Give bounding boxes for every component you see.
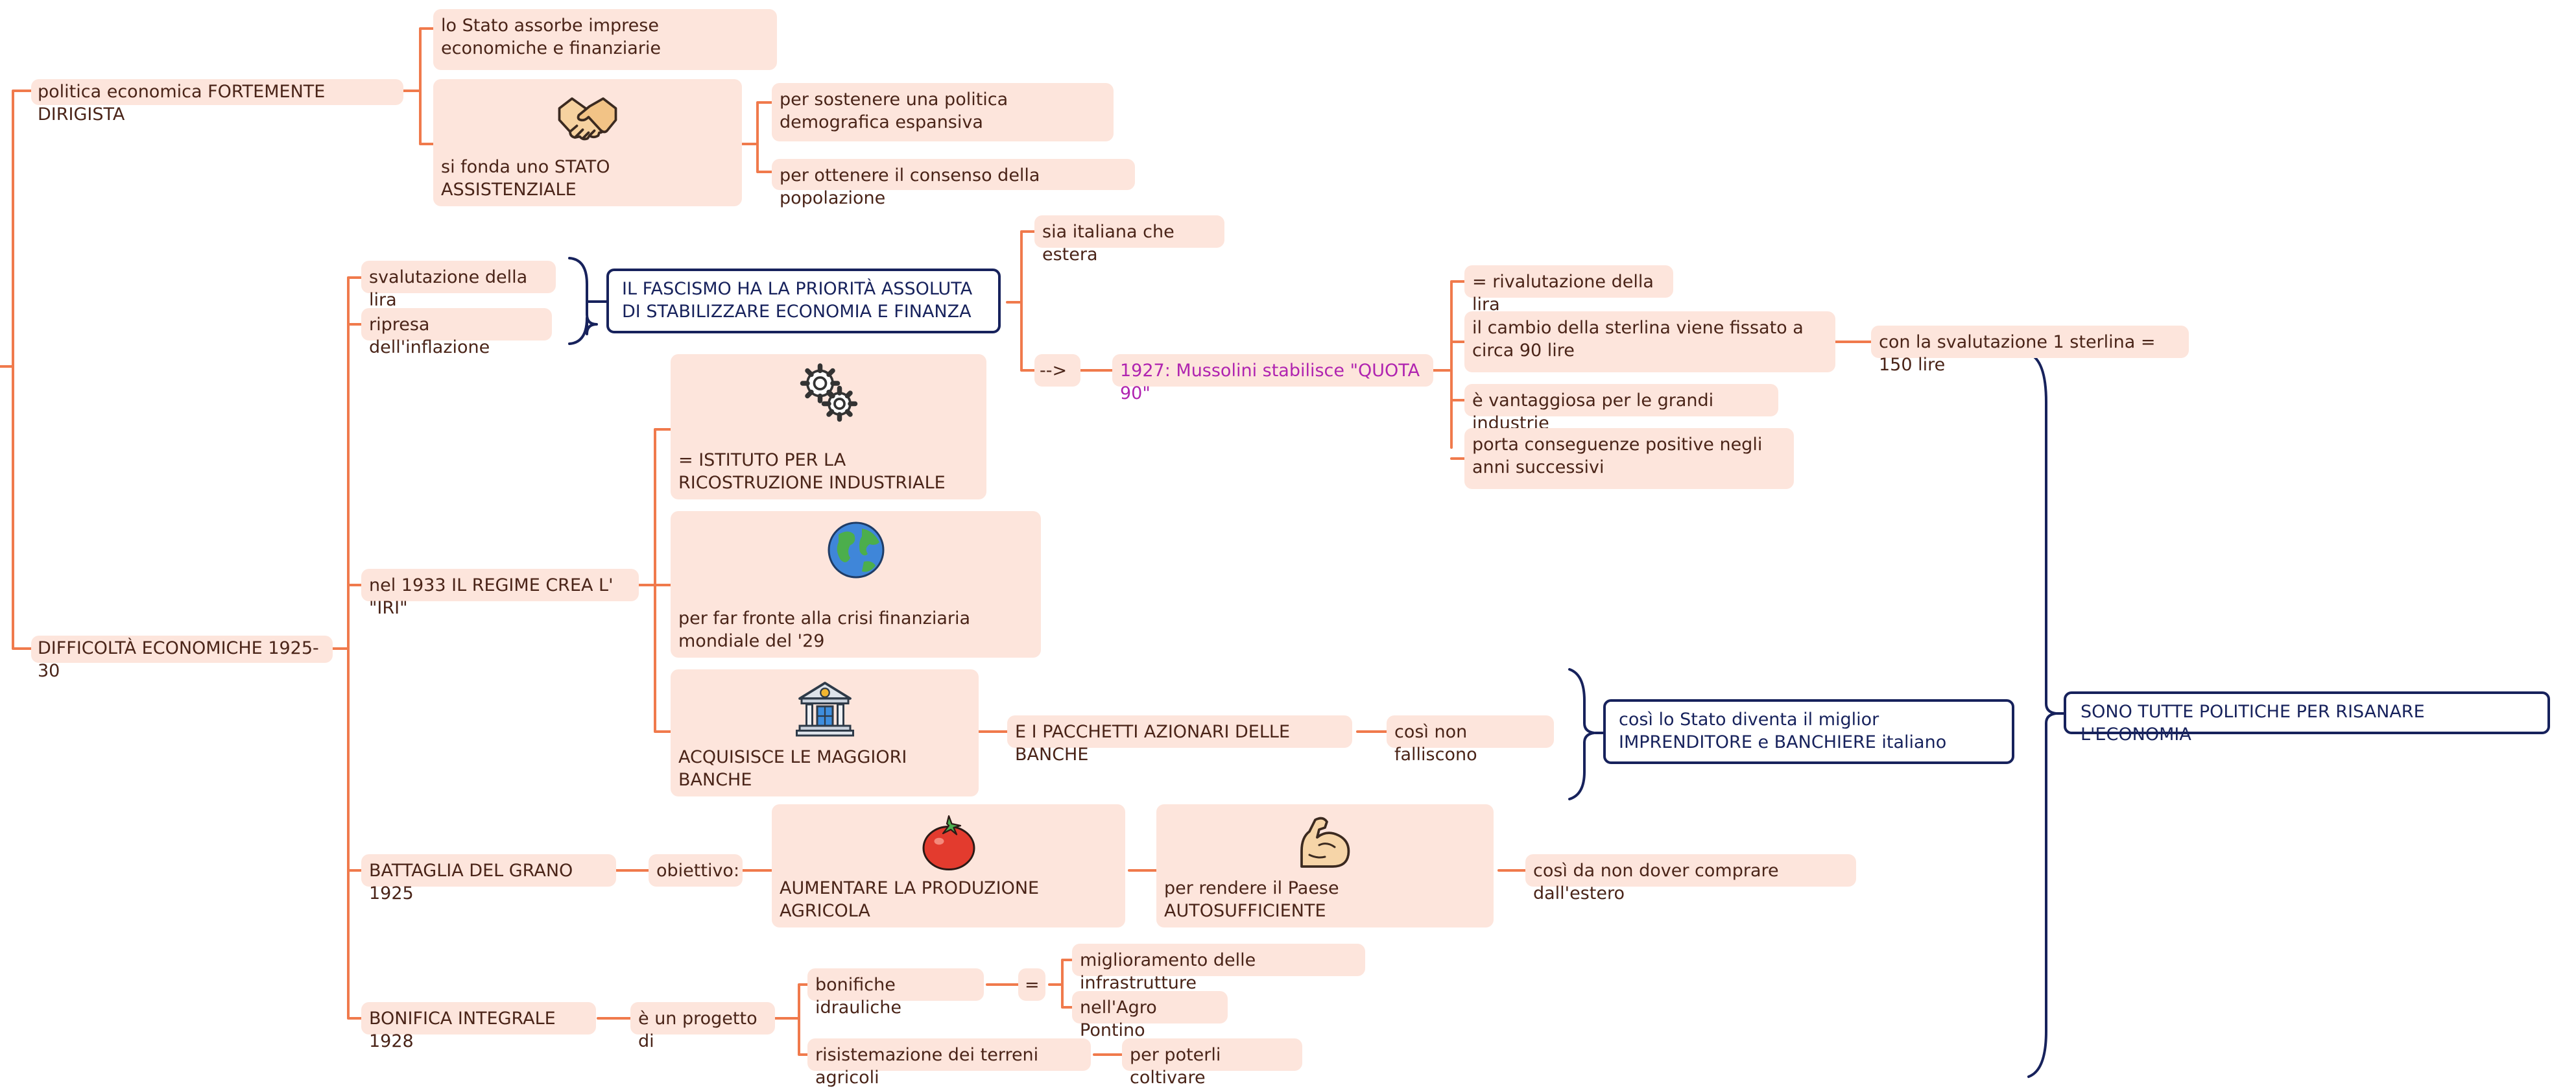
node-poterli-coltivare[interactable]: per poterli coltivare: [1122, 1038, 1302, 1088]
node-rivalutazione[interactable]: = rivalutazione della lira: [1464, 265, 1673, 315]
node-stato-assorbe[interactable]: lo Stato assorbe imprese economiche e fi…: [433, 9, 777, 70]
node-pacchetti-azionari[interactable]: E I PACCHETTI AZIONARI DELLE BANCHE: [1007, 715, 1352, 765]
node-uguale[interactable]: =: [1018, 968, 1045, 1001]
node-difficolta[interactable]: DIFFICOLTÀ ECONOMICHE 1925-30: [31, 636, 333, 681]
node-svalutazione-150[interactable]: con la svalutazione 1 sterlina = 150 lir…: [1871, 326, 2189, 375]
node-istituto[interactable]: = ISTITUTO PER LA RICOSTRUZIONE INDUSTRI…: [671, 354, 986, 499]
node-arrow[interactable]: -->: [1034, 354, 1080, 387]
node-quota-90[interactable]: 1927: Mussolini stabilisce "QUOTA 90": [1112, 354, 1433, 403]
muscle-icon: [1300, 817, 1350, 868]
node-priorita-fascismo[interactable]: IL FASCISMO HA LA PRIORITÀ ASSOLUTA DI S…: [606, 269, 1001, 333]
node-non-falliscono[interactable]: così non falliscono: [1387, 715, 1554, 765]
node-maggiori-banche[interactable]: ACQUISISCE LE MAGGIORI BANCHE: [671, 669, 979, 796]
node-stato-assistenziale-label: si fonda uno STATO ASSISTENZIALE: [441, 157, 610, 200]
node-istituto-label: = ISTITUTO PER LA RICOSTRUZIONE INDUSTRI…: [678, 450, 946, 493]
node-bonifiche-idrauliche[interactable]: bonifiche idrauliche: [807, 968, 984, 1018]
node-cambio-sterlina[interactable]: il cambio della sterlina viene fissato a…: [1464, 311, 1835, 372]
node-produzione-agricola-label: AUMENTARE LA PRODUZIONE AGRICOLA: [780, 878, 1040, 921]
node-bonifica-integrale[interactable]: BONIFICA INTEGRALE 1928: [361, 1002, 596, 1051]
gears-icon: [800, 363, 857, 422]
bank-icon: [795, 682, 854, 737]
node-estero[interactable]: così da non dover comprare dall'estero: [1525, 854, 1856, 904]
node-imprenditore-banchiere[interactable]: così lo Stato diventa il miglior IMPREND…: [1603, 699, 2014, 764]
node-crisi-29-label: per far fronte alla crisi finanziaria mo…: [678, 608, 971, 651]
node-conseguenze[interactable]: porta conseguenze positive negli anni su…: [1464, 428, 1794, 489]
node-autosufficiente-label: per rendere il Paese AUTOSUFFICIENTE: [1164, 878, 1339, 921]
node-sia-italiana-estera[interactable]: sia italiana che estera: [1034, 215, 1224, 265]
node-svalutazione-lira[interactable]: svalutazione della lira: [361, 261, 556, 310]
handshake-icon: [558, 97, 617, 141]
node-risistemazione[interactable]: risistemazione dei terreni agricoli: [807, 1038, 1091, 1088]
node-sono-tutte-politiche[interactable]: SONO TUTTE POLITICHE PER RISANARE L'ECON…: [2064, 691, 2550, 745]
node-progetto[interactable]: è un progetto di: [630, 1002, 775, 1051]
node-politica[interactable]: politica economica FORTEMENTE DIRIGISTA: [31, 79, 403, 125]
node-maggiori-banche-label: ACQUISISCE LE MAGGIORI BANCHE: [678, 747, 907, 790]
globe-icon: [828, 521, 884, 579]
node-consenso[interactable]: per ottenere il consenso della popolazio…: [772, 159, 1135, 208]
node-obiettivo[interactable]: obiettivo:: [649, 854, 743, 887]
node-infrastrutture[interactable]: miglioramento delle infrastrutture: [1072, 944, 1365, 993]
node-iri[interactable]: nel 1933 IL REGIME CREA L' "IRI": [361, 569, 639, 618]
node-agro-pontino[interactable]: nell'Agro Pontino: [1072, 991, 1228, 1040]
node-battaglia-grano[interactable]: BATTAGLIA DEL GRANO 1925: [361, 854, 616, 904]
node-demografica[interactable]: per sostenere una politica demografica e…: [772, 83, 1114, 141]
node-stato-assistenziale[interactable]: si fonda uno STATO ASSISTENZIALE: [433, 79, 742, 206]
node-ripresa-inflazione[interactable]: ripresa dell'inflazione: [361, 308, 552, 357]
node-produzione-agricola[interactable]: AUMENTARE LA PRODUZIONE AGRICOLA: [772, 804, 1125, 927]
node-vantaggiosa[interactable]: è vantaggiosa per le grandi industrie: [1464, 384, 1778, 433]
tomato-icon: [922, 815, 975, 870]
node-autosufficiente[interactable]: per rendere il Paese AUTOSUFFICIENTE: [1156, 804, 1494, 927]
orange-connectors: [0, 27, 1872, 1056]
node-crisi-29[interactable]: per far fronte alla crisi finanziaria mo…: [671, 511, 1041, 658]
